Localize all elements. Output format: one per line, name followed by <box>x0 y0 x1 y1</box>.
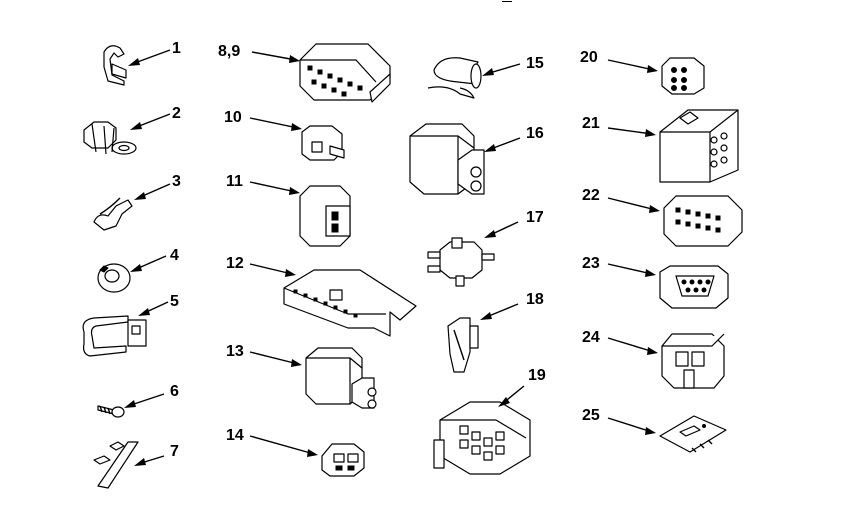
callout-3: 3 <box>172 173 181 190</box>
callout-20: 20 <box>580 49 598 66</box>
leader-10 <box>249 117 299 129</box>
callout-24: 24 <box>582 329 600 346</box>
part-7-strip <box>93 441 139 489</box>
callout-6: 6 <box>170 383 179 400</box>
callout-21: 21 <box>582 115 600 132</box>
callout-10: 10 <box>224 109 242 126</box>
callout-19: 19 <box>528 367 546 384</box>
part-18-bracket <box>447 317 479 373</box>
callout-12: 12 <box>226 255 244 272</box>
part-6-screw <box>97 405 125 418</box>
part-23-d-connector <box>659 265 729 309</box>
part-1-clip <box>103 45 127 86</box>
part-17-terminal-block <box>427 237 495 287</box>
callout-18: 18 <box>526 291 544 308</box>
leader-21 <box>607 127 653 135</box>
callout-7: 7 <box>170 443 179 460</box>
leader-12 <box>249 263 293 275</box>
callout-1: 1 <box>172 40 181 57</box>
callout-17: 17 <box>526 209 544 226</box>
part-22-connector <box>663 195 743 247</box>
part-19-multi-connector <box>433 401 531 475</box>
callout-16: 16 <box>526 125 544 142</box>
callout-13: 13 <box>226 343 244 360</box>
part-3-wire-clip <box>93 197 133 231</box>
part-15-sleeve <box>427 57 482 99</box>
callout-5: 5 <box>170 293 179 310</box>
callout-23: 23 <box>582 255 600 272</box>
part-11-connector <box>299 185 351 247</box>
leader-23 <box>607 263 653 275</box>
callout-15: 15 <box>526 55 544 72</box>
callout-14: 14 <box>226 427 244 444</box>
part-20-plug <box>661 57 705 95</box>
part-25-plate <box>659 415 727 453</box>
part-13-connector <box>305 347 377 409</box>
leader-24 <box>607 337 655 353</box>
leader-22 <box>607 197 657 211</box>
part-5-strap-clamp <box>82 315 147 357</box>
leader-14 <box>249 435 315 455</box>
part-8-9-connector <box>299 43 391 103</box>
callout-22: 22 <box>582 187 600 204</box>
callout-11: 11 <box>226 173 243 190</box>
callout-8-9: 8,9 <box>218 43 240 60</box>
leader-25 <box>607 417 653 433</box>
part-4-grommet <box>97 263 131 293</box>
header-mark: — <box>502 0 512 7</box>
part-14-connector <box>321 443 365 477</box>
part-16-housing <box>409 123 485 195</box>
callout-4: 4 <box>170 247 179 264</box>
leader-13 <box>249 351 299 365</box>
part-24-housing <box>661 333 725 389</box>
leader-8-9 <box>251 51 297 61</box>
part-21-block <box>659 109 739 183</box>
part-10-connector <box>301 125 345 161</box>
part-2-clamp <box>83 121 137 155</box>
leader-20 <box>607 59 655 71</box>
callout-2: 2 <box>172 105 181 122</box>
callout-25: 25 <box>582 407 600 424</box>
part-12-long-connector <box>283 269 417 337</box>
leader-11 <box>249 181 297 193</box>
